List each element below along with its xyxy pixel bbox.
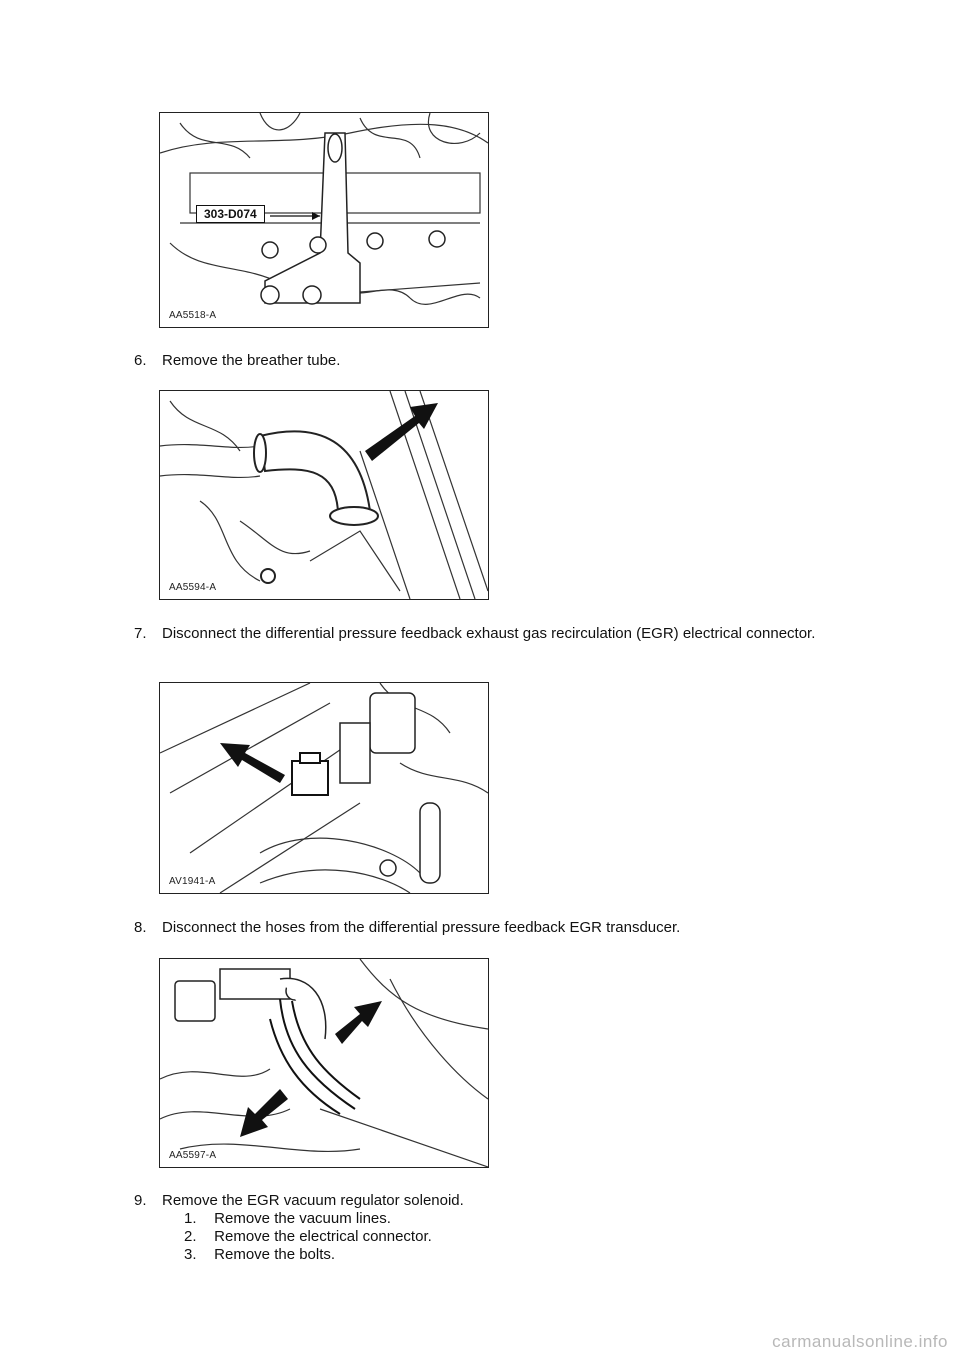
substep-text: Remove the vacuum lines. <box>214 1210 391 1227</box>
figure-code: AA5597-A <box>167 1150 219 1161</box>
substep-number: 3. <box>184 1246 197 1263</box>
figure-code: AA5594-A <box>167 582 219 593</box>
substep-2: 2. Remove the electrical connector. <box>184 1227 432 1246</box>
illustration-egr-hoses: AA5597-A <box>159 958 489 1168</box>
engine-line-drawing <box>160 113 488 305</box>
substep-number: 2. <box>184 1228 197 1245</box>
tool-callout-label: 303-D074 <box>196 205 265 223</box>
step-text: Disconnect the differential pressure fee… <box>162 625 816 642</box>
site-watermark: carmanualsonline.info <box>772 1332 948 1351</box>
step-7: 7. Disconnect the differential pressure … <box>134 624 824 643</box>
substep-1: 1. Remove the vacuum lines. <box>184 1209 391 1228</box>
step-6: 6. Remove the breather tube. <box>134 351 824 370</box>
step-number: 9. <box>134 1192 147 1209</box>
substep-text: Remove the bolts. <box>214 1246 336 1263</box>
step-text: Disconnect the hoses from the differenti… <box>162 919 681 936</box>
illustration-breather-tube: AA5594-A <box>159 390 489 600</box>
substep-number: 1. <box>184 1210 197 1227</box>
step-text: Remove the breather tube. <box>162 352 341 369</box>
breather-tube-drawing <box>160 391 488 599</box>
step-number: 6. <box>134 352 147 369</box>
illustration-tool-install: 303-D074 AA5518-A <box>159 112 489 328</box>
step-8: 8. Disconnect the hoses from the differe… <box>134 918 824 937</box>
illustration-egr-connector: AV1941-A <box>159 682 489 894</box>
step-number: 8. <box>134 919 147 936</box>
step-number: 7. <box>134 625 147 642</box>
substep-3: 3. Remove the bolts. <box>184 1245 335 1264</box>
egr-hoses-drawing <box>160 959 488 1167</box>
step-text: Remove the EGR vacuum regulator solenoid… <box>162 1192 464 1209</box>
figure-code: AV1941-A <box>167 876 218 887</box>
figure-code: AA5518-A <box>167 310 219 321</box>
egr-connector-drawing <box>160 683 488 893</box>
step-9: 9. Remove the EGR vacuum regulator solen… <box>134 1191 824 1210</box>
substep-text: Remove the electrical connector. <box>214 1228 432 1245</box>
